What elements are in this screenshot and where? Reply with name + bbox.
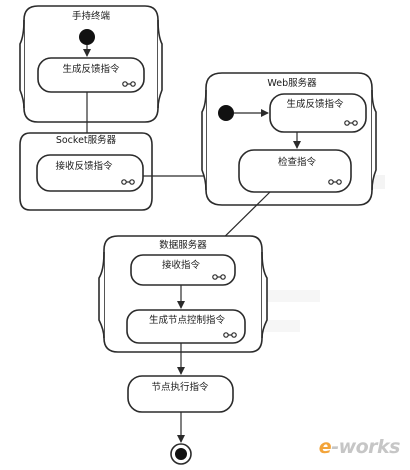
initial-node-handheld <box>79 29 95 45</box>
action-handheld-generate: 生成反馈指令 <box>37 57 145 93</box>
action-data-receive: 接收指令 <box>130 254 236 286</box>
rake-icon <box>223 332 237 338</box>
action-label: 节点执行指令 <box>151 381 209 393</box>
rake-icon <box>344 120 358 126</box>
watermark-accent: e <box>318 436 332 458</box>
action-node-execute: 节点执行指令 <box>127 375 234 413</box>
partition-title-web: Web服务器 <box>267 77 317 89</box>
action-label: 生成反馈指令 <box>286 98 344 110</box>
action-label: 接收指令 <box>162 259 201 271</box>
action-web-generate: 生成反馈指令 <box>269 93 367 133</box>
rake-icon <box>122 81 136 87</box>
watermark-rest: -works <box>331 436 400 458</box>
action-label: 生成反馈指令 <box>62 63 120 75</box>
final-node <box>170 443 192 465</box>
action-label: 接收反馈指令 <box>55 160 113 172</box>
rake-icon <box>212 274 226 280</box>
action-web-check: 检查指令 <box>238 149 352 193</box>
rake-icon <box>328 179 342 185</box>
watermark-logo: e-works <box>318 436 401 458</box>
rake-icon <box>121 179 135 185</box>
partition-title-socket: Socket服务器 <box>56 134 117 146</box>
action-data-generate-control: 生成节点控制指令 <box>126 309 246 344</box>
initial-node-web <box>218 105 234 121</box>
partition-title-data: 数据服务器 <box>159 239 207 251</box>
action-socket-receive: 接收反馈指令 <box>36 154 144 192</box>
partition-title-handheld: 手持终端 <box>72 10 111 22</box>
action-label: 生成节点控制指令 <box>149 314 226 326</box>
action-label: 检查指令 <box>278 156 317 168</box>
